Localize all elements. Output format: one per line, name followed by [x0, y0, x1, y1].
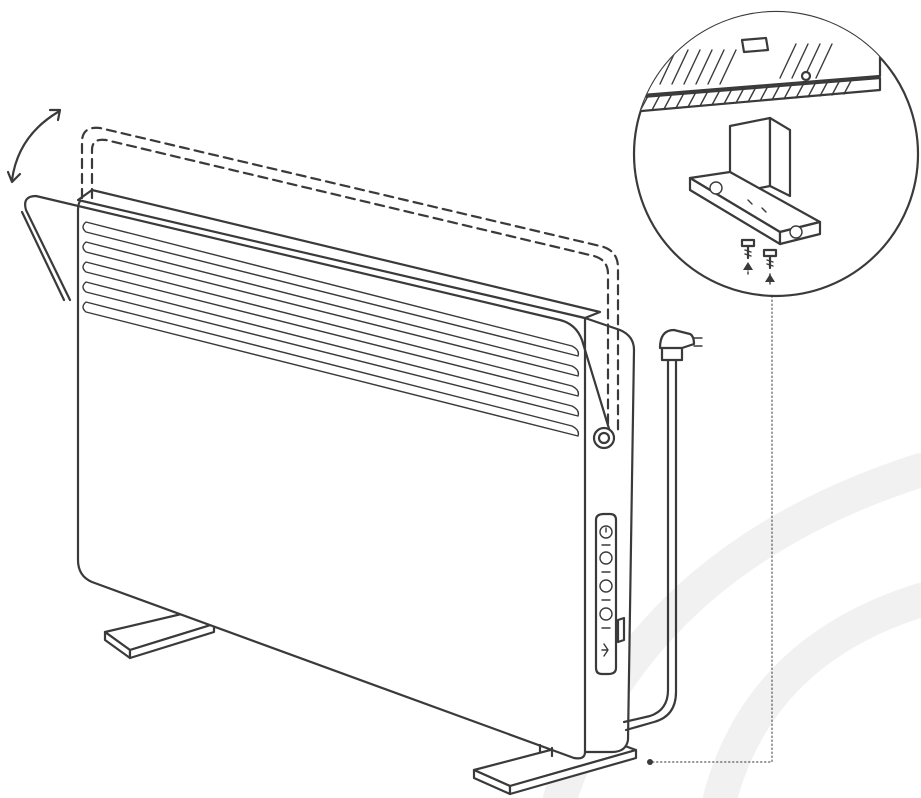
- screw-icon: [740, 238, 756, 260]
- screw-icon: [762, 248, 778, 270]
- temperature-button[interactable]: [599, 607, 613, 621]
- mode-button[interactable]: [599, 551, 613, 565]
- power-cord: [622, 356, 678, 732]
- power-icon[interactable]: [599, 525, 613, 539]
- timer-button[interactable]: [599, 579, 613, 593]
- louver-slots: [82, 221, 580, 437]
- up-arrow-icon: [743, 262, 753, 275]
- heater-body: [76, 188, 636, 760]
- left-foot: [103, 610, 216, 660]
- curved-double-arrow-icon: [6, 108, 62, 184]
- control-panel: [594, 512, 626, 676]
- up-arrow-icon: [765, 273, 775, 287]
- watermark-arc-1: [703, 583, 921, 798]
- carry-handle-raised-position: [80, 126, 620, 432]
- leader-line: [647, 295, 773, 765]
- carry-handle: [20, 194, 616, 450]
- power-plug-icon: [658, 328, 703, 362]
- detail-inset: [632, 10, 920, 298]
